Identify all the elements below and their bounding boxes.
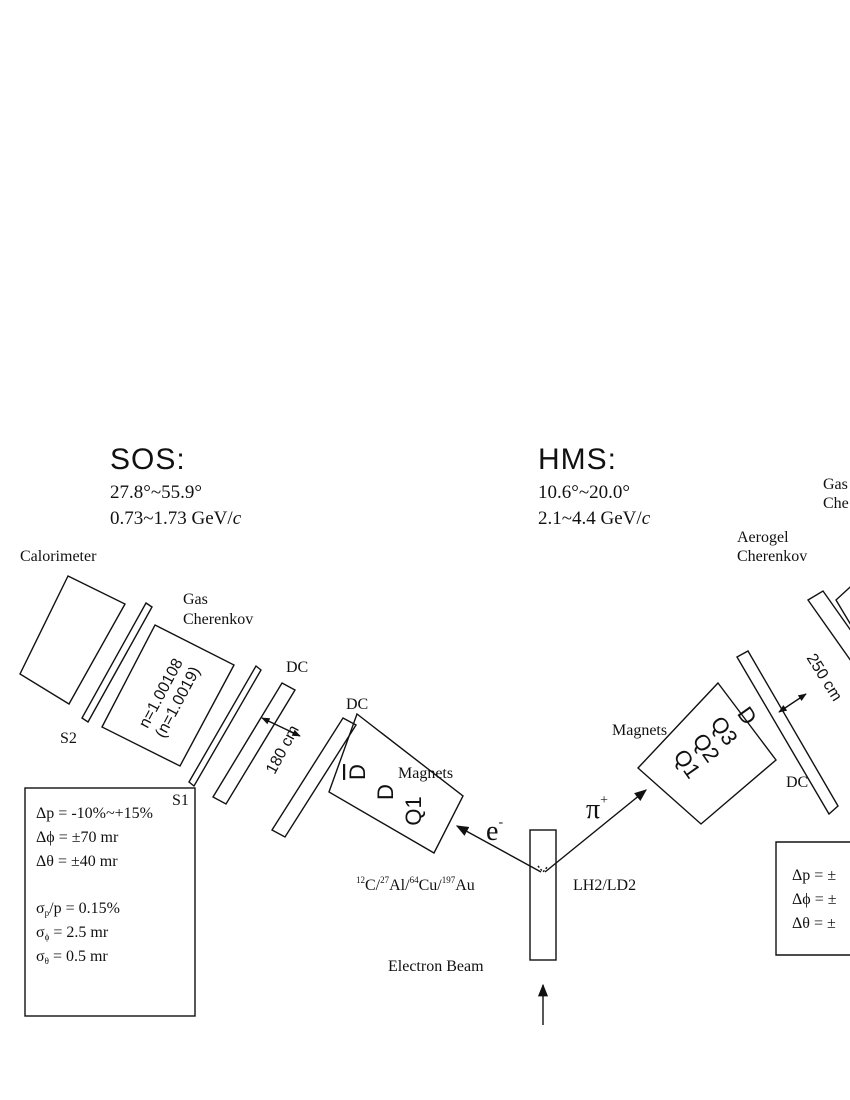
sos-acceptance-box xyxy=(24,787,196,1017)
sos-distance-label: 180 cm xyxy=(263,723,303,777)
hms-acceptance-box xyxy=(775,841,850,956)
sos-angle-range: 27.8°~55.9° xyxy=(110,482,202,503)
sos-resolution-theta: σθ = 0.5 mr xyxy=(36,948,108,966)
sos-acceptance-dtheta: Δθ = ±40 mr xyxy=(36,853,118,870)
sos-s1-scintillator xyxy=(188,664,262,788)
hms-distance-label: 250 cm xyxy=(803,651,845,705)
sos-drift-chamber-2 xyxy=(271,717,357,838)
sos-magnet-d2: D xyxy=(373,784,398,800)
sos-distance-arrow xyxy=(261,717,301,737)
sos-calorimeter-label: Calorimeter xyxy=(20,548,97,565)
sos-s1-label: S1 xyxy=(172,792,189,809)
sos-acceptance-dphi: Δϕ = ±70 mr xyxy=(36,829,119,846)
hms-acceptance-dphi: Δϕ = ± xyxy=(792,891,837,908)
beam-vertex xyxy=(537,865,549,874)
sos-dc2-label: DC xyxy=(346,696,368,713)
sos-magnet-q1: Q1 xyxy=(401,796,426,825)
sos-s2-label: S2 xyxy=(60,730,77,747)
cryo-target-label: LH2/LD2 xyxy=(573,877,636,894)
sos-dc1-label: DC xyxy=(286,659,308,676)
hms-distance-arrow xyxy=(778,693,807,713)
sos-acceptance-dp: Δp = -10%~+15% xyxy=(36,805,153,822)
hms-acceptance-dp: Δp = ± xyxy=(792,867,836,884)
pion-label: π+ xyxy=(586,793,608,825)
sos-title: SOS: xyxy=(110,443,186,476)
pion-trajectory xyxy=(544,789,647,873)
sos-magnet-block xyxy=(328,712,464,854)
hms-title: HMS: xyxy=(538,443,617,476)
sos-calorimeter xyxy=(19,575,126,705)
cryo-target xyxy=(529,829,557,961)
hms-momentum-range: 2.1~4.4 GeV/c xyxy=(538,508,651,529)
electron-beam-label: Electron Beam xyxy=(388,958,484,975)
sos-cherenkov-index: n=1.00108(n=1.0019) xyxy=(136,655,204,741)
hms-gas-cherenkov xyxy=(835,586,850,625)
sos-drift-chamber-1 xyxy=(212,682,296,805)
hms-acceptance-dtheta: Δθ = ± xyxy=(792,915,836,932)
sos-s2-scintillator xyxy=(81,601,153,724)
electron-trajectory xyxy=(455,825,542,873)
hms-magnet-block xyxy=(636,681,777,825)
hms-dc-label: DC xyxy=(786,774,808,791)
sos-resolution-phi: σϕ = 2.5 mr xyxy=(36,924,109,942)
sos-magnet-d1: D xyxy=(345,764,370,780)
sos-gas-cherenkov xyxy=(101,624,235,767)
sos-momentum-range: 0.73~1.73 GeV/c xyxy=(110,508,242,529)
hms-angle-range: 10.6°~20.0° xyxy=(538,482,630,503)
sos-resolution-p: σp/p = 0.15% xyxy=(36,900,120,918)
electron-label: e- xyxy=(486,815,503,847)
hms-drift-chamber xyxy=(736,650,839,816)
hms-magnets-label: Magnets xyxy=(612,722,667,739)
hms-aerogel-cherenkov xyxy=(806,590,850,661)
target-materials: 12C/27Al/64Cu/197Au xyxy=(356,875,475,894)
